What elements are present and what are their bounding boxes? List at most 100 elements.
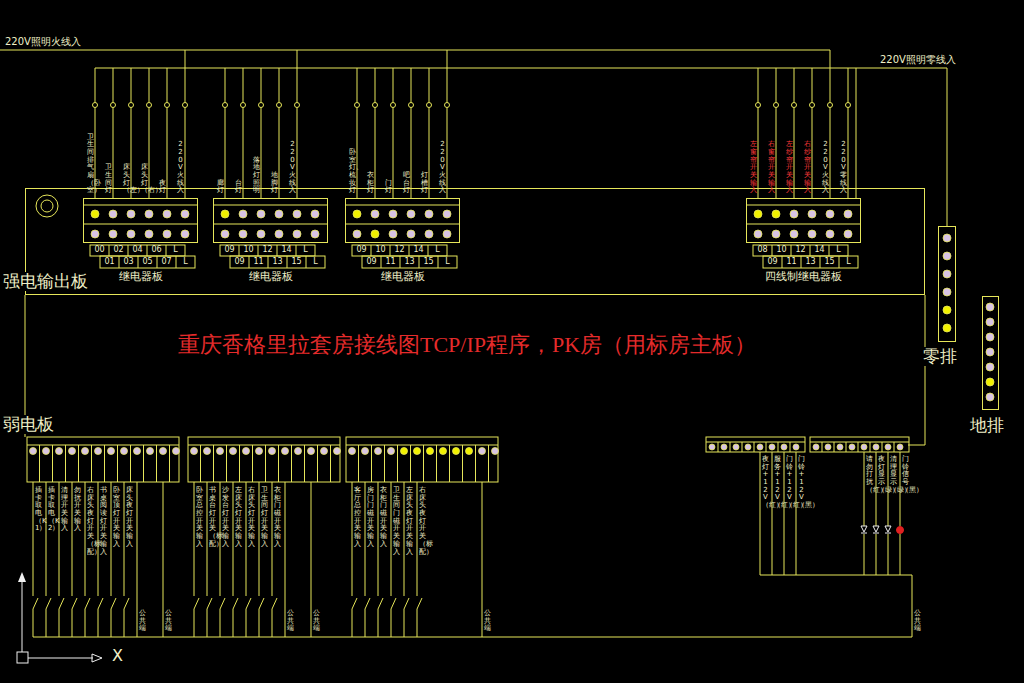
- node-label: 弱电板: [2, 415, 55, 434]
- terminal: [772, 230, 780, 238]
- input-wire: [124, 609, 125, 637]
- input-wire: [85, 482, 86, 596]
- number-strip: [90, 245, 185, 256]
- wire-node: [165, 103, 170, 108]
- wire-label: 220V零线入: [840, 141, 847, 195]
- signal-wire: [888, 534, 889, 575]
- terminal: [443, 210, 451, 218]
- number-strip: [753, 245, 848, 256]
- input-wire: [46, 609, 47, 637]
- signal-wire: [888, 452, 889, 526]
- wire-node: [223, 103, 228, 108]
- wire-label: 220V火线入: [289, 141, 296, 195]
- terminal: [885, 444, 891, 450]
- strip-cell: [782, 256, 783, 268]
- load-wire: [848, 68, 849, 198]
- wire-label: 门铃+12V（黑）: [798, 456, 805, 510]
- terminal: [986, 318, 994, 326]
- strip-cell: [810, 245, 811, 256]
- input-wire: [272, 482, 273, 596]
- wire-node: [277, 103, 282, 108]
- terminal-number: 07: [161, 258, 171, 267]
- terminal: [407, 210, 415, 218]
- strip-cell: [252, 445, 253, 482]
- wire-label: 清理显示（绿）: [890, 456, 897, 494]
- relay-board: 继电器板: [213, 198, 328, 243]
- wire-node: [111, 103, 116, 108]
- input-wire: [272, 609, 273, 637]
- terminal: [181, 210, 189, 218]
- wire-label: 夜灯显示（绿）: [878, 456, 885, 494]
- strip-cell: [754, 442, 755, 452]
- terminal: [353, 210, 361, 218]
- node-label: 强电输出板: [2, 272, 89, 291]
- load-wire: [131, 68, 132, 198]
- terminal: [849, 444, 855, 450]
- terminal: [943, 288, 951, 296]
- terminal: [127, 230, 135, 238]
- wire-label: 公共端: [165, 610, 172, 633]
- strip-cell: [381, 256, 382, 268]
- terminal: [173, 448, 180, 455]
- terminal: [145, 210, 153, 218]
- terminal: [91, 230, 99, 238]
- terminal: [371, 210, 379, 218]
- input-wire: [59, 609, 60, 637]
- switch-contact: [233, 598, 238, 609]
- common-wire: [137, 482, 138, 637]
- board-divider: [213, 224, 328, 225]
- input-wire: [365, 609, 366, 637]
- strip-cell: [846, 442, 847, 452]
- terminal: [721, 444, 727, 450]
- axis-arrow: [92, 654, 102, 662]
- terminal: [772, 210, 780, 218]
- drawing-title: 重庆香格里拉套房接线图TCP/IP程序，PK房（用标房主板）: [178, 333, 756, 357]
- input-wire: [259, 482, 260, 596]
- wire-label: 公共端: [139, 610, 146, 633]
- wire-label: 衣柜门磁开关输入: [380, 487, 387, 549]
- board-divider: [345, 224, 460, 225]
- board-divider: [746, 205, 861, 206]
- terminal-number: L: [303, 246, 307, 255]
- wire-node: [391, 103, 396, 108]
- terminal: [375, 448, 382, 455]
- wire-label: 灯槽灯: [421, 172, 428, 195]
- terminal: [362, 448, 369, 455]
- wire-node: [183, 103, 188, 108]
- switch-contact: [85, 598, 90, 609]
- wire-label: 220V火线入: [822, 141, 829, 195]
- wire-label: 220V火线入: [177, 141, 184, 195]
- terminal: [275, 230, 283, 238]
- switch-contact: [246, 598, 251, 609]
- strip-cell: [277, 245, 278, 256]
- strip-cell: [778, 442, 779, 452]
- strip-cell: [239, 445, 240, 482]
- strip-cell: [258, 245, 259, 256]
- terminal: [943, 252, 951, 260]
- terminal: [425, 210, 433, 218]
- load-wire: [830, 50, 831, 198]
- load-wire: [149, 68, 150, 198]
- strip-cell: [147, 245, 148, 256]
- terminal: [453, 448, 460, 455]
- input-wire: [59, 482, 60, 596]
- terminal-number: 00: [94, 246, 104, 255]
- terminal: [221, 210, 229, 218]
- terminal-number: 12: [262, 246, 272, 255]
- strip-cell: [397, 445, 398, 482]
- terminal: [282, 448, 289, 455]
- input-wire: [404, 609, 405, 637]
- strip-cell: [157, 256, 158, 268]
- load-wire: [225, 68, 226, 198]
- terminal: [808, 210, 816, 218]
- signal-wire: [772, 452, 773, 575]
- terminal: [147, 448, 154, 455]
- axis-label: X: [112, 647, 123, 665]
- strip-cell: [462, 445, 463, 482]
- strip-cell: [265, 445, 266, 482]
- wire-label: 公共端: [484, 610, 491, 633]
- live-line: [0, 50, 830, 51]
- terminal: [56, 448, 63, 455]
- terminal: [204, 448, 211, 455]
- terminal-number: 10: [375, 246, 385, 255]
